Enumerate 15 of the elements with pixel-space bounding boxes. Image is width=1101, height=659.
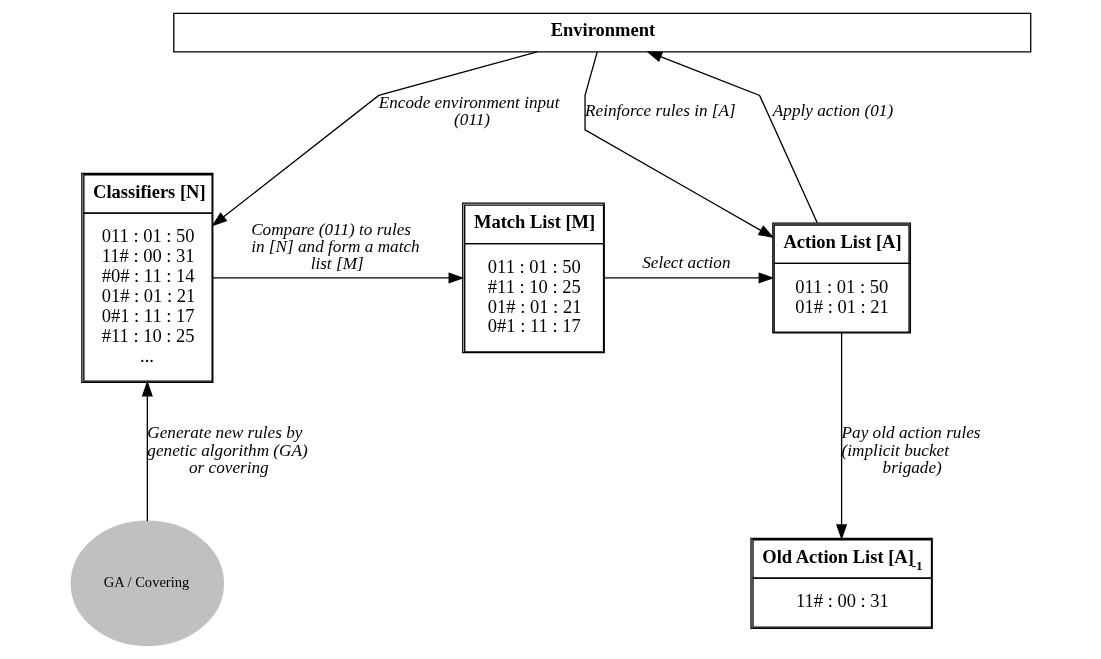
arrow [583, 51, 774, 239]
node-ellipse: GA / Covering [70, 520, 224, 647]
edge-label: Encode environment input (011) [378, 92, 559, 130]
edge-label: Select action [641, 252, 731, 272]
edge-label: Compare (011) to rules in [N] and form a match list [M] [250, 219, 420, 274]
edge-label: Apply action (01) [772, 100, 893, 120]
arrow [211, 272, 464, 284]
node-box: Environment [172, 12, 1031, 53]
arrow [835, 332, 847, 541]
arrow [603, 272, 774, 284]
arrow [210, 51, 538, 227]
edge-label: Generate new rules by genetic algorithm (GA) or covering [146, 423, 308, 477]
arrow [645, 51, 818, 224]
edge-label: Pay old action rules (implicit bucket brigade) [841, 423, 981, 477]
arrow [141, 380, 153, 522]
